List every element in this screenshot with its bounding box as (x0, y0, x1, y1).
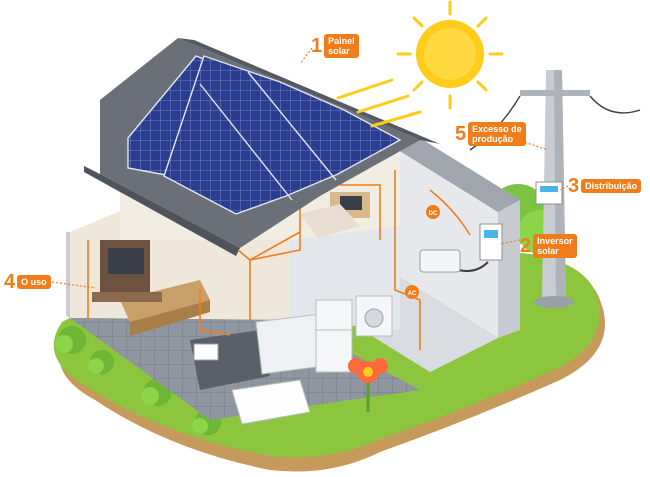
callout-label: Painel solar (324, 34, 359, 58)
bushes (55, 184, 562, 435)
flower (348, 358, 388, 412)
callout-number: 5 (455, 123, 467, 145)
sun (396, 0, 504, 110)
callout-inversor-solar: 2 Inversor solar (520, 234, 577, 258)
distribution-meter (535, 181, 563, 205)
callout-painel-solar: 1 Painel solar (311, 34, 359, 58)
current-tags: DC AC (405, 205, 440, 299)
kitchen (190, 295, 393, 425)
roof (84, 38, 440, 261)
dining-table (231, 379, 311, 425)
callout-o-uso: 4 O uso (4, 272, 51, 292)
callout-excesso-producao: 5 Excesso de produção (455, 122, 526, 146)
callout-number: 4 (4, 271, 16, 293)
callout-distribuicao: 3 Distribuição (568, 175, 642, 197)
callout-label: Excesso de produção (468, 122, 526, 146)
callout-leaders (51, 47, 569, 289)
ac-tag: AC (408, 291, 417, 297)
callout-label: Distribuição (581, 179, 642, 193)
inverter-device (479, 223, 503, 261)
callout-label: Inversor solar (533, 234, 577, 258)
refrigerator (315, 299, 353, 373)
callout-number: 3 (568, 175, 580, 197)
wiring (87, 160, 421, 350)
callout-label: O uso (17, 275, 51, 289)
dc-tag: DC (429, 211, 438, 217)
solar-panel-array-right (163, 55, 402, 215)
living-room (92, 240, 210, 336)
sun-rays (336, 78, 422, 128)
callout-number: 2 (520, 235, 532, 257)
callout-number: 1 (311, 35, 323, 57)
